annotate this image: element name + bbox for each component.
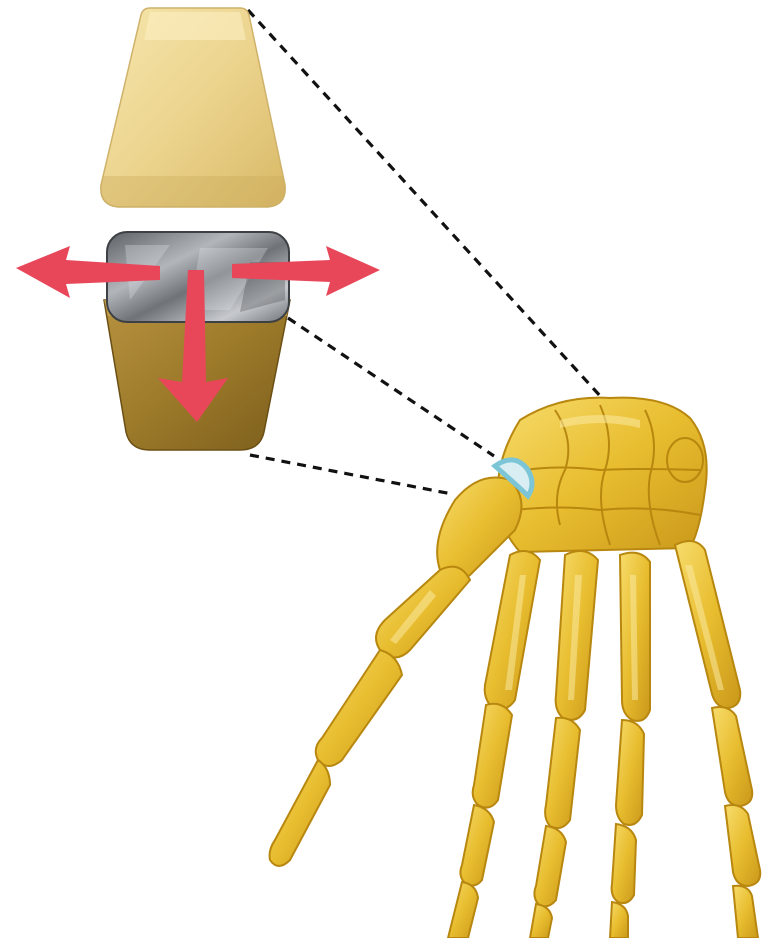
ring-finger-bones [610,553,650,938]
guide-line-top [248,10,602,398]
guide-line-bottom [250,455,452,494]
force-arrows [16,246,380,422]
guide-line-middle [288,318,494,456]
middle-finger-bones [530,551,598,938]
little-finger-bones [675,541,760,938]
upper-block [101,8,285,207]
hand-skeleton [270,398,761,938]
index-finger-bones [448,551,540,938]
